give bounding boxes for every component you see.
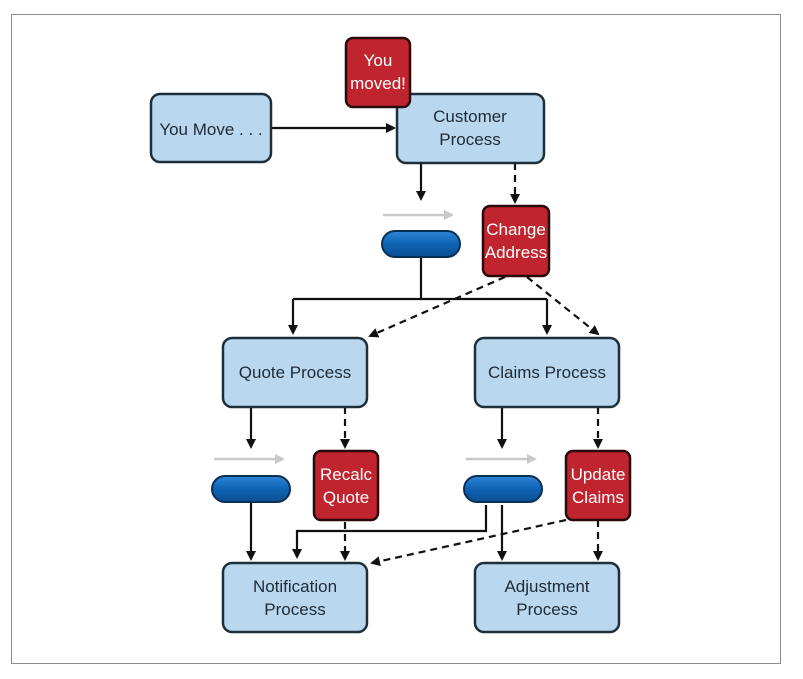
process-adjustment: Adjustment Process [473, 561, 621, 634]
event-recalc-quote: Recalc Quote [312, 449, 380, 522]
event-queue [211, 475, 291, 503]
event-you-moved-label-line2: moved! [350, 74, 406, 93]
process-you-move: You Move . . . [149, 92, 273, 164]
arrow-claims-queue-to-notification [292, 505, 488, 559]
event-recalc-quote-label-line1: Recalc [320, 465, 372, 484]
process-adjustment-label-line2: Process [516, 600, 577, 619]
event-change-address-label-line2: Address [485, 243, 547, 262]
arrow-queue-to-quote-and-claims [293, 257, 547, 301]
process-notification: Notification Process [221, 561, 369, 634]
process-you-move-label: You Move . . . [159, 120, 262, 139]
event-change-address: Change Address [481, 204, 551, 278]
process-notification-label-line1: Notification [253, 577, 337, 596]
event-update-claims: Update Claims [564, 449, 632, 522]
event-you-moved: You moved! [344, 36, 412, 109]
dashed-arrow-change-address-to-quote [368, 275, 506, 338]
event-you-moved-label-line1: You [364, 51, 393, 70]
process-quote-label: Quote Process [239, 363, 351, 382]
event-queue [463, 475, 543, 503]
dashed-arrow-change-address-to-claims [526, 276, 600, 336]
process-customer: Customer Process [395, 92, 546, 165]
process-customer-label-line1: Customer [433, 107, 507, 126]
process-claims: Claims Process [473, 336, 621, 409]
event-update-claims-label-line2: Claims [572, 488, 624, 507]
event-update-claims-label-line1: Update [571, 465, 626, 484]
process-notification-label-line2: Process [264, 600, 325, 619]
dashed-arrow-update-to-notification [370, 518, 567, 567]
event-recalc-quote-label-line2: Quote [323, 488, 369, 507]
process-adjustment-label-line1: Adjustment [504, 577, 589, 596]
process-quote: Quote Process [221, 336, 369, 409]
event-change-address-label-line1: Change [486, 220, 546, 239]
process-customer-label-line2: Process [439, 130, 500, 149]
process-claims-label: Claims Process [488, 363, 606, 382]
event-queue [381, 230, 461, 258]
